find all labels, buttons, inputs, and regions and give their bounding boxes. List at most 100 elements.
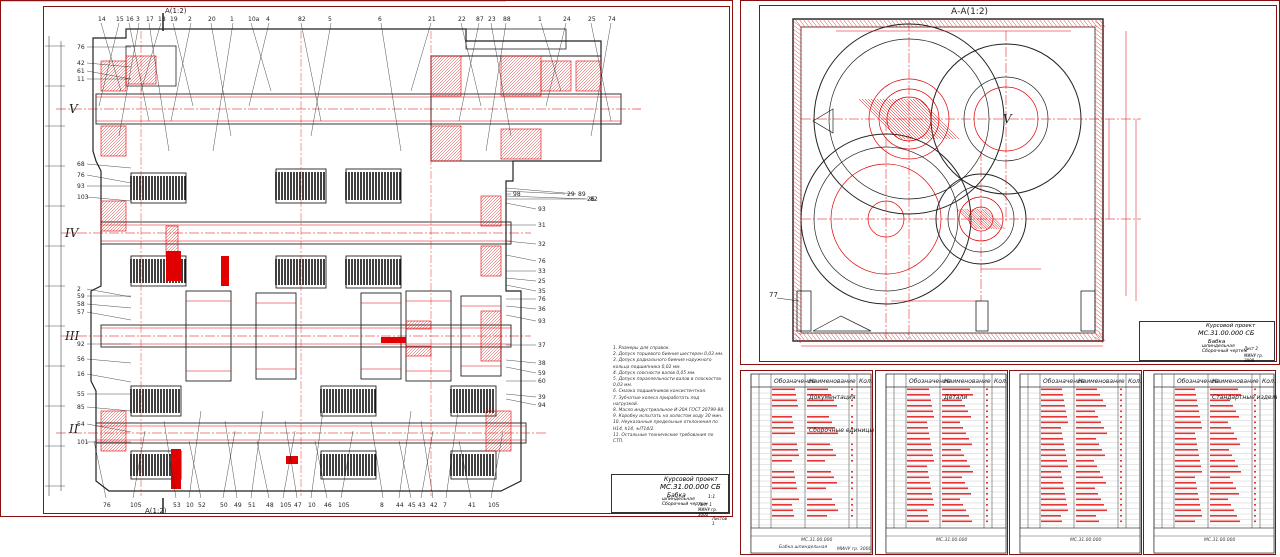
leader-line bbox=[505, 195, 589, 200]
section-label-bottom: А(1:2) bbox=[145, 507, 167, 515]
leader-line bbox=[545, 22, 567, 107]
wall-hatch bbox=[882, 18, 890, 28]
spec-entry-code bbox=[1041, 509, 1068, 512]
hatch-line bbox=[125, 55, 130, 60]
spec-entry-code bbox=[907, 394, 930, 396]
callout-top: 14 bbox=[98, 16, 106, 23]
wall-hatch bbox=[792, 56, 802, 64]
hatch-line bbox=[112, 142, 127, 157]
spec-entry-name bbox=[1210, 394, 1241, 396]
wall-hatch bbox=[1094, 172, 1104, 180]
spec-entry-qty bbox=[1120, 394, 1122, 396]
callout-right: 33 bbox=[538, 268, 546, 275]
hatch-line bbox=[405, 320, 413, 328]
spec-section-title: Детали bbox=[943, 394, 967, 401]
section-title-block: Курсовой проект МС.31.00.000 СБ Бабка шп… bbox=[1139, 321, 1275, 363]
spec-section-title: Сборочные единицы bbox=[809, 427, 874, 434]
hatch-line bbox=[100, 200, 111, 211]
wall-hatch bbox=[792, 228, 802, 236]
callout-top: 82 bbox=[298, 16, 306, 23]
hatch-line bbox=[124, 229, 127, 232]
hatch-line bbox=[480, 245, 488, 253]
wall-hatch bbox=[792, 252, 802, 260]
callout-right: 39 bbox=[538, 394, 546, 401]
hatch-line bbox=[485, 410, 505, 430]
wall-hatch bbox=[1094, 228, 1104, 236]
spec-entry-qty bbox=[851, 515, 853, 517]
spec-entry-qty bbox=[1120, 515, 1122, 517]
hatch-line bbox=[480, 195, 494, 209]
hatch-line bbox=[115, 80, 127, 92]
housing-foot bbox=[796, 290, 812, 332]
hatch-line bbox=[108, 433, 127, 452]
spec-entry-code bbox=[1175, 405, 1198, 407]
spec-entry-name bbox=[807, 405, 837, 407]
section-geometry: А-А(1:2)V77 bbox=[769, 7, 1141, 347]
leader-line bbox=[86, 406, 132, 412]
hatch-section bbox=[430, 55, 462, 97]
hatch-line bbox=[540, 60, 569, 89]
wall-hatch bbox=[934, 18, 942, 28]
wall-hatch bbox=[792, 92, 802, 100]
hatch-line bbox=[100, 205, 127, 232]
wall-hatch bbox=[1094, 180, 1104, 188]
spec-entry-qty bbox=[986, 476, 988, 479]
hatch-line bbox=[480, 245, 494, 259]
hatch-line bbox=[105, 430, 127, 452]
note-line: 7. Зубчатые колеса приработать под нагру… bbox=[613, 395, 700, 407]
leader-line bbox=[86, 288, 132, 298]
wall-hatch bbox=[986, 332, 994, 342]
hatch-line bbox=[489, 214, 502, 227]
gear-block bbox=[345, 168, 402, 204]
leader-line bbox=[380, 22, 402, 152]
spec-entry-name bbox=[807, 476, 834, 479]
spec-footer-code: МС.31.00.000 bbox=[936, 537, 967, 543]
wall-hatch bbox=[826, 332, 834, 342]
wall-hatch bbox=[1006, 18, 1014, 28]
hatch-line bbox=[480, 249, 502, 271]
hatch-line bbox=[455, 155, 462, 162]
spec-entry-qty bbox=[986, 394, 988, 396]
hatch-line bbox=[447, 82, 462, 97]
spec-entry-name bbox=[1076, 443, 1099, 446]
housing-foot bbox=[975, 300, 989, 332]
wall-hatch bbox=[870, 18, 878, 28]
spec-entry-code bbox=[1041, 449, 1065, 451]
hatch-line bbox=[480, 245, 497, 262]
section-tb-code: МС.31.00.000 СБ bbox=[1198, 329, 1255, 337]
wall-hatch bbox=[1094, 156, 1104, 164]
spec-entry-qty bbox=[986, 410, 988, 413]
hatch-line bbox=[587, 77, 602, 92]
hatch-line bbox=[517, 72, 542, 97]
hatch-line bbox=[430, 55, 462, 87]
spec-entry-qty bbox=[1254, 482, 1256, 484]
wall-hatch bbox=[792, 136, 802, 144]
wall-hatch bbox=[1022, 18, 1030, 28]
hatch-line bbox=[500, 128, 523, 151]
spec-entry-code bbox=[907, 388, 929, 391]
hatch-line bbox=[543, 63, 572, 92]
spec-footer bbox=[1153, 527, 1275, 554]
callout-left: 56 bbox=[77, 356, 85, 363]
wall-hatch bbox=[1094, 144, 1104, 152]
spec-entry-name bbox=[942, 482, 965, 484]
wall-hatch bbox=[958, 18, 966, 28]
wall-hatch bbox=[830, 18, 838, 28]
oil-cone bbox=[812, 108, 834, 134]
hatch-line bbox=[125, 55, 136, 66]
spec-entry-code bbox=[907, 493, 932, 495]
hatch-line bbox=[410, 345, 422, 357]
wall-hatch bbox=[792, 32, 802, 40]
wall-hatch bbox=[792, 140, 802, 148]
wall-hatch bbox=[918, 332, 926, 342]
spec-entry-name bbox=[807, 427, 835, 429]
hatch-section bbox=[485, 410, 512, 452]
spec-entry-name bbox=[1210, 449, 1229, 451]
spec-entry-code bbox=[1175, 427, 1202, 429]
wall-hatch bbox=[994, 18, 1002, 28]
wall-hatch bbox=[954, 18, 962, 28]
hatch-line bbox=[485, 410, 499, 424]
spec-entry-qty bbox=[986, 449, 988, 451]
